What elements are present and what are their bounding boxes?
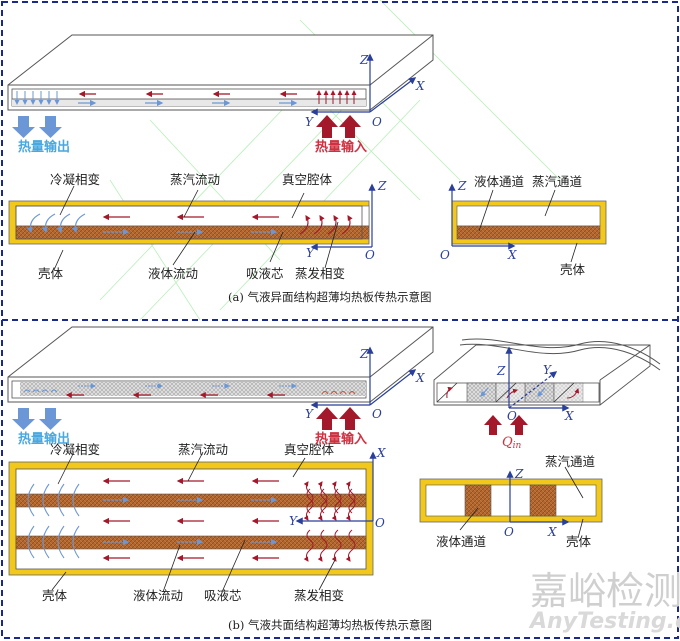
heat-output-arrows: [12, 408, 62, 430]
axis-x-label: X: [415, 371, 425, 385]
panel-a-cross-section: [448, 183, 607, 263]
panel-a-side-axes: [310, 183, 376, 251]
axis-y-label: Y: [289, 514, 298, 528]
label-liquid-flow: 液体流动: [148, 266, 198, 281]
axis-z-label: Z: [457, 179, 467, 193]
axis-origin-label: O: [375, 516, 385, 530]
label-vapor-flow: 蒸汽流动: [170, 172, 220, 187]
watermark-name: 嘉峪检测网: [530, 569, 680, 613]
panel-b-top-axes: [295, 451, 377, 525]
label-wick: 吸液芯: [246, 266, 284, 281]
evaporation-marks: [321, 391, 356, 395]
axis-y-label: Y: [306, 246, 315, 260]
heat-input-label: 热量输入: [315, 139, 367, 155]
label-liquid-flow: 液体流动: [133, 588, 183, 603]
evaporation-arrows: [316, 90, 357, 104]
axis-z-label: Z: [514, 467, 524, 481]
heat-input-q-label: Qin: [502, 435, 522, 451]
label-liquid-channel: 液体通道: [474, 174, 525, 189]
caption-a: (a) 气液异面结构超薄均热板传热示意图: [228, 290, 431, 304]
label-vapor-channel: 蒸汽通道: [532, 174, 583, 189]
condensation-curves: [27, 483, 80, 559]
leader-lines: [51, 451, 336, 593]
axis-x-label: X: [507, 248, 517, 262]
label-condensation: 冷凝相变: [50, 442, 100, 457]
axis-x-label: X: [376, 446, 386, 460]
axis-origin-label: O: [504, 525, 514, 539]
label-shell: 壳体: [566, 534, 592, 549]
axis-y-label: Y: [305, 407, 314, 421]
label-vapor-flow: 蒸汽流动: [178, 442, 228, 457]
axis-z-label: Z: [359, 53, 369, 67]
axis-origin-label: O: [372, 407, 382, 421]
axis-y-label: Y: [305, 115, 314, 129]
heat-output-label: 热量输出: [18, 431, 70, 447]
panel-b-iso-plate: [7, 326, 434, 403]
label-condensation: 冷凝相变: [50, 172, 100, 187]
caption-b: (b) 气液共面结构超薄均热板传热示意图: [228, 618, 432, 632]
panel-b-top-section: [8, 451, 377, 593]
label-shell: 壳体: [42, 588, 68, 603]
label-liquid-channel: 液体通道: [436, 534, 487, 549]
condensation-arrows: [14, 91, 60, 105]
condensation-curves: [26, 213, 86, 234]
label-vapor-channel: 蒸汽通道: [545, 454, 596, 469]
vapor-arrows-top: [102, 477, 279, 562]
panel-a-iso-axes: [310, 53, 417, 116]
condensation-marks: [23, 389, 58, 393]
heat-input-label: 热量输入: [315, 431, 367, 447]
label-shell: 壳体: [560, 262, 586, 277]
evaporation-curves: [299, 215, 353, 235]
panel-b: 热量输出 热量输入 Z X Y O: [7, 326, 661, 632]
panel-b-iso-section: [433, 338, 661, 435]
label-shell: 壳体: [38, 266, 64, 281]
evaporation-waves: [303, 481, 356, 562]
liquid-arrows-top: [103, 496, 278, 546]
axis-x-label: X: [415, 79, 425, 93]
axis-origin-label: O: [440, 248, 450, 262]
axis-x-label: X: [564, 409, 574, 423]
heat-output-arrows: [12, 116, 62, 138]
label-evaporation: 蒸发相变: [295, 266, 345, 281]
panel-a: 热量输出 热量输入 Z X Y O: [7, 34, 607, 304]
axis-y-label: Y: [543, 363, 552, 377]
axis-x-label: X: [547, 525, 557, 539]
axis-z-label: Z: [377, 179, 387, 193]
leader-lines: [53, 185, 339, 271]
axis-z-label: Z: [359, 347, 369, 361]
label-vacuum-chamber: 真空腔体: [284, 442, 335, 457]
panel-b-iso-axes: [310, 346, 417, 409]
axis-origin-label: O: [365, 248, 375, 262]
panel-b-cross-section: [419, 466, 603, 539]
heat-output-label: 热量输出: [18, 139, 70, 155]
heat-input-arrows: [316, 407, 361, 430]
watermark-url: AnyTesting.com: [528, 609, 680, 634]
axis-origin-label: O: [507, 409, 517, 423]
heat-input-arrows: [316, 115, 361, 138]
panel-a-iso-plate: [7, 34, 434, 111]
label-vacuum-chamber: 真空腔体: [282, 172, 333, 187]
panel-a-side-section: [8, 183, 376, 271]
label-wick: 吸液芯: [204, 588, 242, 603]
label-evaporation: 蒸发相变: [294, 588, 344, 603]
axis-origin-label: O: [372, 115, 382, 129]
axis-z-label: Z: [496, 364, 506, 378]
